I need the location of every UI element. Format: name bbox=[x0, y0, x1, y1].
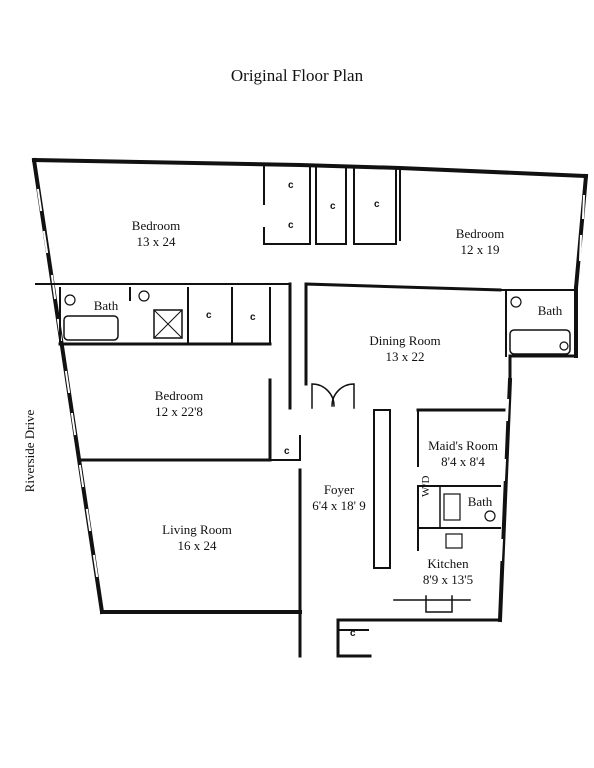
wall-east-lower bbox=[497, 377, 513, 623]
closet-label: c bbox=[374, 199, 380, 210]
closet-label: c bbox=[330, 201, 336, 212]
closet-label: c bbox=[288, 220, 294, 231]
room-name: Maid's Room bbox=[428, 438, 498, 453]
room-kitchen: Kitchen 8'9 x 13'5 bbox=[406, 556, 490, 588]
room-name: Living Room bbox=[162, 522, 232, 537]
room-dimensions: 16 x 24 bbox=[177, 538, 217, 553]
closet-label: c bbox=[350, 628, 356, 639]
east-windows bbox=[499, 194, 586, 562]
street-label: Riverside Drive bbox=[22, 409, 37, 493]
wall-north bbox=[31, 157, 589, 179]
closet-label: c bbox=[250, 312, 256, 323]
room-maids: Maid's Room 8'4 x 8'4 bbox=[420, 438, 506, 470]
west-windows bbox=[36, 188, 99, 578]
wall-south-notch bbox=[336, 618, 372, 658]
room-bedroom-northwest: Bedroom 13 x 24 bbox=[106, 218, 206, 250]
room-name: Bedroom bbox=[154, 388, 204, 403]
room-name: Foyer bbox=[323, 482, 355, 497]
room-bedroom-northeast: Bedroom 12 x 19 bbox=[430, 226, 530, 258]
room-dimensions: 12 x 19 bbox=[460, 242, 500, 257]
closet-label: c bbox=[284, 446, 290, 457]
bath-east-label: Bath bbox=[537, 303, 563, 318]
closet-label: c bbox=[288, 180, 294, 191]
room-dining: Dining Room 13 x 22 bbox=[350, 333, 460, 365]
room-dimensions: 8'9 x 13'5 bbox=[422, 572, 474, 587]
room-bedroom-west: Bedroom 12 x 22'8 bbox=[124, 388, 234, 420]
room-dimensions: 6'4 x 18' 9 bbox=[312, 498, 366, 513]
bath-maids-label: Bath bbox=[467, 494, 493, 509]
room-name: Bedroom bbox=[455, 226, 505, 241]
room-dimensions: 12 x 22'8 bbox=[155, 404, 203, 419]
room-dimensions: 13 x 22 bbox=[385, 349, 425, 364]
wall-northeast bbox=[573, 173, 589, 291]
page-title: Original Floor Plan bbox=[230, 66, 364, 85]
room-name: Bedroom bbox=[131, 218, 181, 233]
room-living: Living Room 16 x 24 bbox=[142, 522, 252, 554]
closet-label: c bbox=[206, 310, 212, 321]
room-name: Dining Room bbox=[369, 333, 441, 348]
wall-east-step bbox=[508, 354, 578, 382]
washer-dryer-label: W/D bbox=[420, 475, 432, 497]
room-foyer: Foyer 6'4 x 18' 9 bbox=[304, 482, 374, 514]
room-dimensions: 13 x 24 bbox=[136, 234, 176, 249]
room-name: Kitchen bbox=[427, 556, 469, 571]
bath-west-label: Bath bbox=[93, 298, 119, 313]
room-dimensions: 8'4 x 8'4 bbox=[441, 454, 485, 469]
